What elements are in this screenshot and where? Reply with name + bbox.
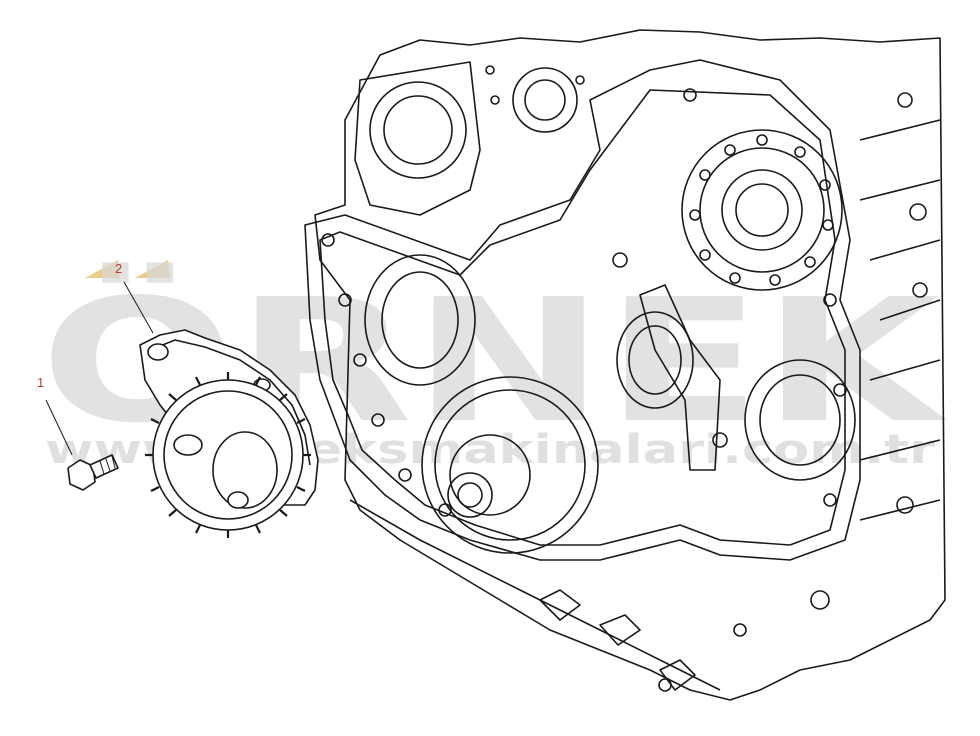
bolt[interactable]: [67, 454, 119, 491]
gear-teeth: [145, 372, 311, 538]
leader-2: [123, 281, 154, 334]
engine-block: [304, 29, 946, 701]
watermark-accent-right: [135, 260, 170, 278]
cam-bolt-holes: [689, 134, 834, 286]
callout-label-2[interactable]: 2: [115, 261, 123, 276]
watermark-accent-left: [85, 260, 120, 278]
cover-bolt-holes: [321, 65, 928, 692]
leader-1: [45, 399, 73, 456]
callout-leaders: [45, 281, 154, 456]
callout-label-1[interactable]: 1: [37, 375, 45, 390]
oil-pump-assembly[interactable]: [139, 329, 319, 538]
